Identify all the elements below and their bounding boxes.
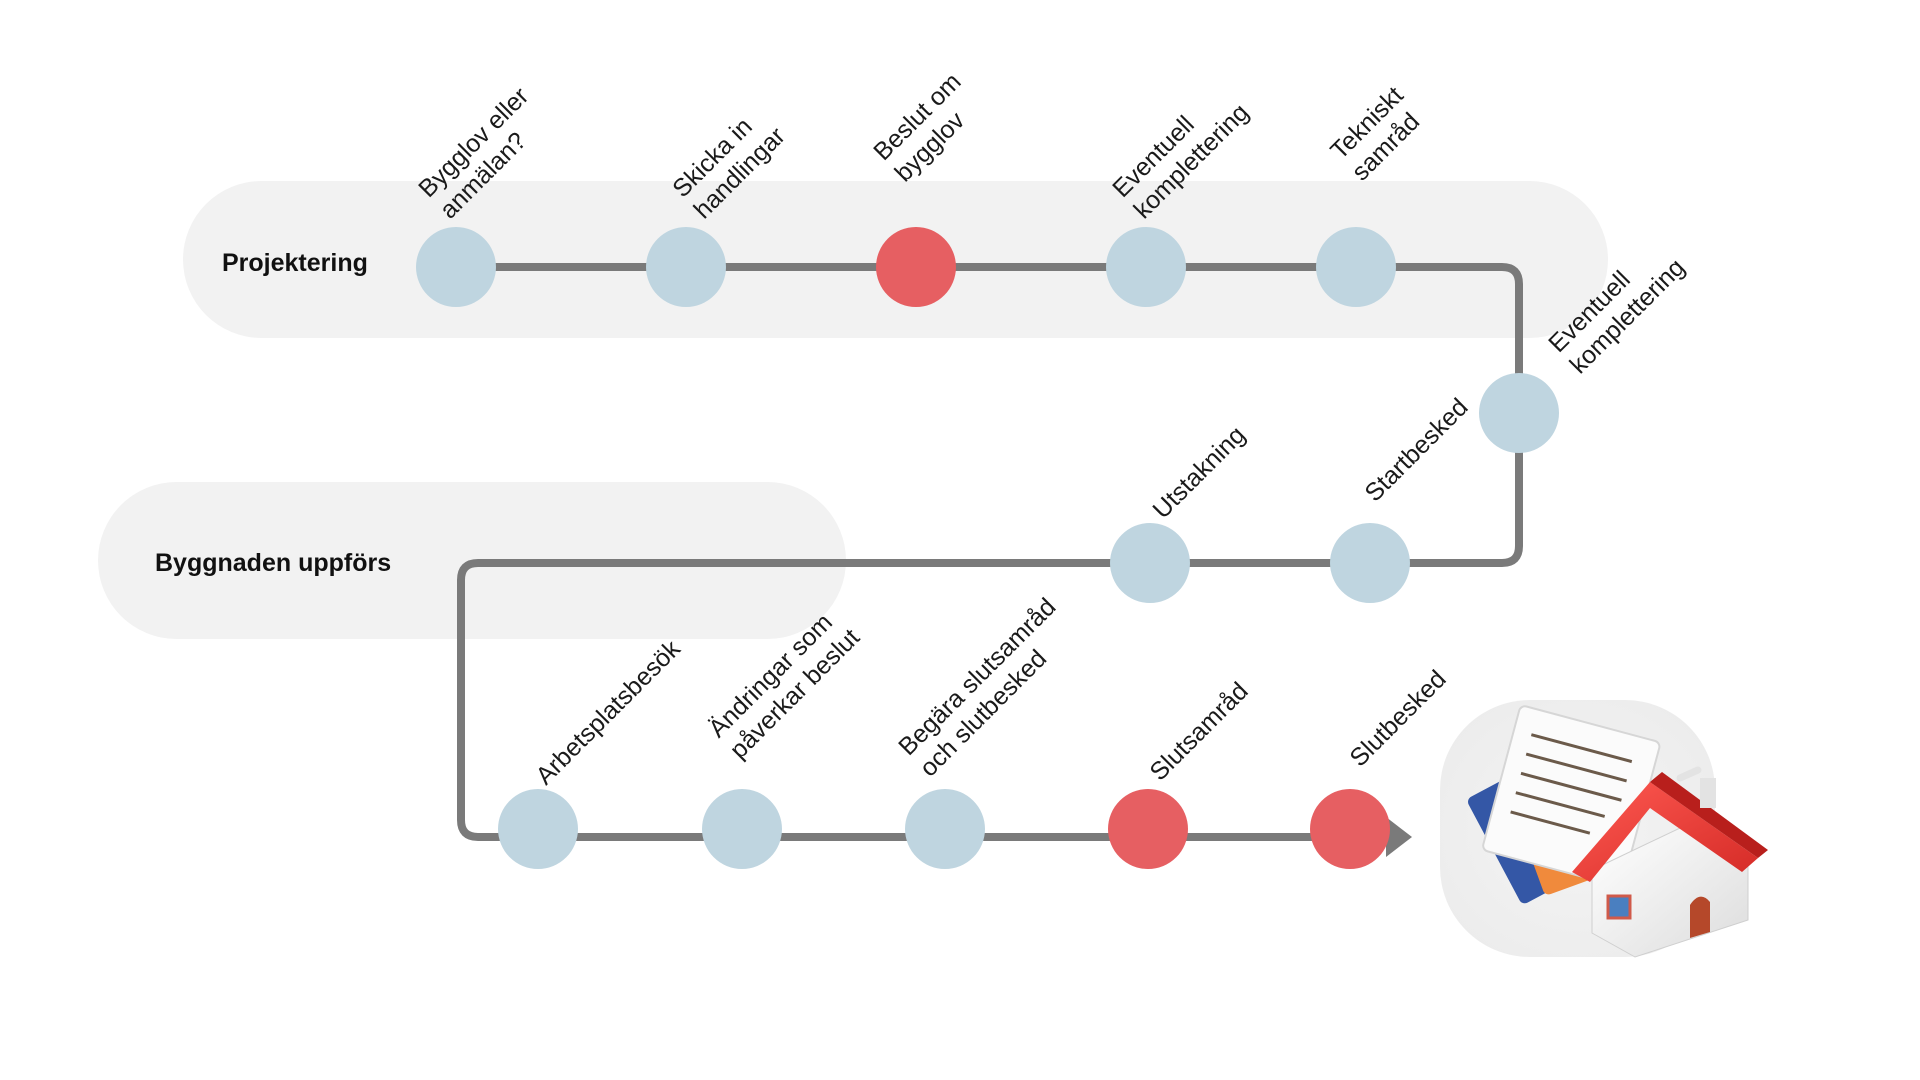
route-arrowhead [1386,817,1412,857]
step-label: Startbesked [1359,393,1473,507]
step-label-line: Startbesked [1359,393,1473,507]
step-marker [416,227,496,307]
step-label: Teknisktsamråd [1325,81,1430,186]
step-startbesked: Startbesked [1330,393,1474,603]
step-label: Utstakning [1147,421,1250,524]
step-begara-slutsamrad: Begära slutsamrådoch slutbesked [893,593,1082,869]
step-andringar: Ändringar sompåverkar beslut [702,608,865,869]
step-marker-highlighted [1310,789,1390,869]
step-marker [498,789,578,869]
step-label-line: Arbetsplatsbesök [530,634,686,790]
step-marker [702,789,782,869]
step-marker-highlighted [876,227,956,307]
step-slutbesked: Slutbesked [1310,665,1452,869]
step-marker [1110,523,1190,603]
step-label-line: Slutbesked [1344,665,1451,772]
step-marker [1330,523,1410,603]
house-with-documents-icon [1440,700,1768,958]
step-label: Arbetsplatsbesök [530,634,686,790]
step-label: Beslut ombygglov [868,68,988,188]
step-marker-highlighted [1108,789,1188,869]
step-label-line: Slutsamråd [1144,677,1253,786]
phase-label: Projektering [222,249,368,277]
step-marker [1316,227,1396,307]
process-route-line [452,263,1523,841]
step-label: Slutsamråd [1144,677,1253,786]
step-marker [1479,373,1559,453]
phase-label: Byggnaden uppförs [155,549,391,577]
step-marker [905,789,985,869]
step-label: Begära slutsamrådoch slutbesked [893,593,1082,782]
step-label: Slutbesked [1344,665,1451,772]
step-utstakning: Utstakning [1110,421,1251,603]
step-marker [1106,227,1186,307]
step-marker [646,227,726,307]
step-label-line: Utstakning [1147,421,1250,524]
